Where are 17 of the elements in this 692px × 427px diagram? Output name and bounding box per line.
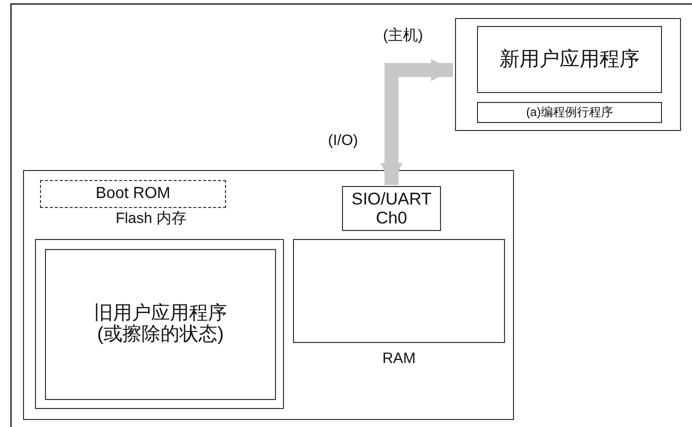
box-text: SIO/UART Ch0 xyxy=(350,188,432,228)
annotation-label: (主机) xyxy=(383,26,423,45)
thick-arrow xyxy=(380,59,453,185)
box-text: Boot ROM xyxy=(94,184,172,204)
box-text: 新用户应用程序 xyxy=(498,48,640,71)
chip-box xyxy=(23,170,514,420)
host-box xyxy=(455,18,681,131)
box-text: (a)编程例行程序 xyxy=(525,106,614,120)
routine-box xyxy=(477,102,662,123)
box-heading: Flash 内存 xyxy=(114,210,188,228)
annotation-label: (I/O) xyxy=(328,132,358,149)
box-text: 旧用户应用程序 (或擦除的状态) xyxy=(93,302,228,346)
old-app-area xyxy=(45,249,276,400)
sio-uart-box xyxy=(342,186,441,231)
app-box xyxy=(477,26,662,93)
box-heading: RAM xyxy=(381,350,417,368)
boot-rom-box xyxy=(40,180,226,208)
